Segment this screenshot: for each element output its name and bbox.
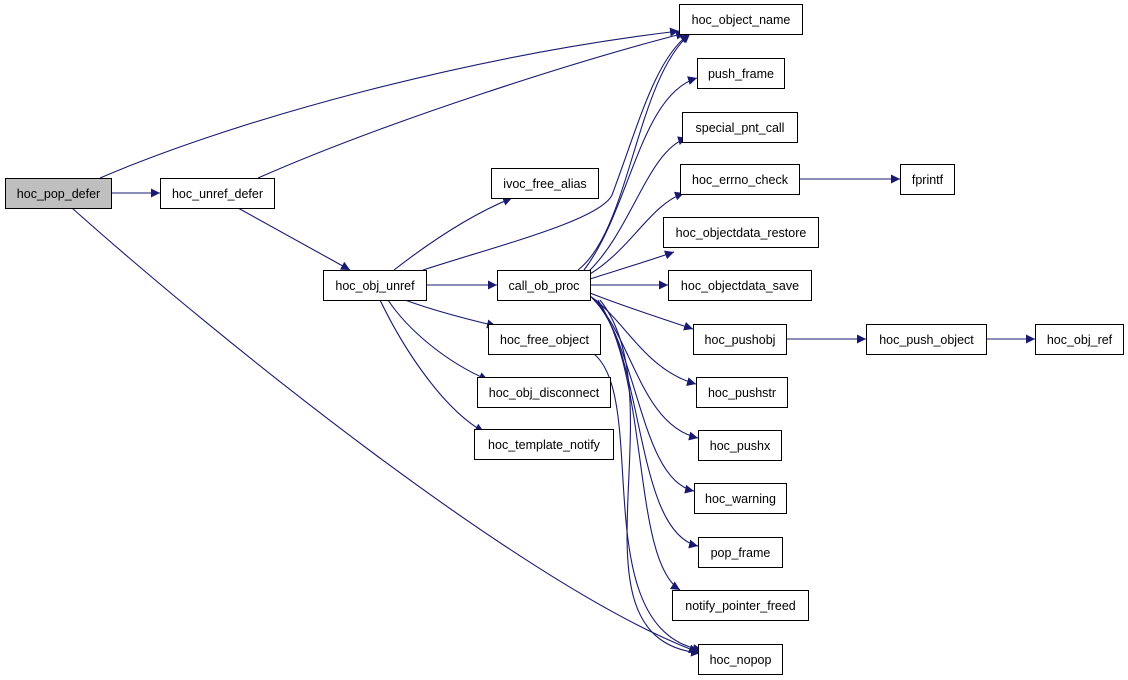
edge-hoc-obj-unref-to-ivoc-free-alias: [393, 197, 513, 271]
node-label: hoc_pushstr: [708, 386, 776, 400]
node-label: hoc_pop_defer: [17, 187, 100, 201]
node-label: hoc_free_object: [500, 333, 589, 347]
node-hoc-pushx[interactable]: hoc_pushx: [698, 430, 782, 461]
node-box: [497, 270, 591, 301]
node-label: hoc_unref_defer: [172, 187, 263, 201]
node-push-frame[interactable]: push_frame: [697, 58, 785, 89]
node-label: hoc_warning: [705, 492, 776, 506]
node-box: [474, 429, 614, 460]
edge-hoc-unref-defer-to-hoc-obj-unref: [237, 207, 351, 271]
node-box: [672, 590, 809, 621]
node-label: ivoc_free_alias: [503, 177, 586, 191]
node-label: hoc_obj_ref: [1047, 333, 1113, 347]
node-box: [698, 537, 783, 568]
node-box: [488, 324, 601, 355]
edge-hoc-obj-unref-to-hoc-template-notify: [379, 299, 485, 433]
node-label: hoc_errno_check: [692, 173, 789, 187]
node-box: [698, 430, 782, 461]
node-notify-pointer-freed[interactable]: notify_pointer_freed: [672, 590, 809, 621]
node-hoc-obj-disconnect[interactable]: hoc_obj_disconnect: [477, 377, 611, 408]
node-box: [693, 324, 787, 355]
node-box: [679, 4, 803, 35]
node-label: hoc_object_name: [692, 13, 791, 27]
node-hoc-obj-unref[interactable]: hoc_obj_unref: [323, 270, 427, 301]
node-box: [5, 178, 112, 209]
node-special-pnt-call[interactable]: special_pnt_call: [682, 112, 798, 143]
nodes-layer: hoc_pop_defer hoc_object_name hoc_unref_de…: [5, 4, 1124, 675]
node-hoc-obj-ref[interactable]: hoc_obj_ref: [1035, 324, 1124, 355]
edge-call-ob-proc-to-notify-pointer-freed: [597, 299, 681, 591]
node-hoc-pop-defer[interactable]: hoc_pop_defer: [5, 178, 112, 209]
node-label: hoc_objectdata_restore: [676, 226, 807, 240]
node-hoc-pushobj[interactable]: hoc_pushobj: [693, 324, 787, 355]
edge-hoc-obj-unref-to-hoc-object-name: [422, 33, 690, 271]
node-box: [323, 270, 427, 301]
node-box: [160, 178, 275, 209]
node-hoc-free-object[interactable]: hoc_free_object: [488, 324, 601, 355]
node-box: [680, 164, 800, 195]
node-label: hoc_nopop: [710, 653, 772, 667]
node-box: [900, 164, 955, 195]
node-label: special_pnt_call: [696, 121, 785, 135]
node-label: hoc_pushx: [710, 439, 771, 453]
node-hoc-template-notify[interactable]: hoc_template_notify: [474, 429, 614, 460]
node-ivoc-free-alias[interactable]: ivoc_free_alias: [491, 168, 599, 199]
node-hoc-pushstr[interactable]: hoc_pushstr: [696, 377, 788, 408]
node-box: [668, 270, 812, 301]
edge-hoc-pop-defer-to-hoc-object-name: [99, 27, 680, 179]
node-hoc-nopop[interactable]: hoc_nopop: [698, 644, 783, 675]
node-box: [698, 644, 783, 675]
node-box: [697, 58, 785, 89]
node-hoc-errno-check[interactable]: hoc_errno_check: [680, 164, 800, 195]
node-label: pop_frame: [711, 546, 771, 560]
node-hoc-warning[interactable]: hoc_warning: [694, 483, 787, 514]
node-label: hoc_obj_disconnect: [489, 386, 600, 400]
node-box: [866, 324, 987, 355]
node-label: push_frame: [708, 67, 774, 81]
node-hoc-unref-defer[interactable]: hoc_unref_defer: [160, 178, 275, 209]
node-hoc-objectdata-save[interactable]: hoc_objectdata_save: [668, 270, 812, 301]
edge-hoc-obj-unref-to-hoc-obj-disconnect: [387, 299, 489, 381]
node-fprintf[interactable]: fprintf: [900, 164, 955, 195]
node-hoc-objectdata-restore[interactable]: hoc_objectdata_restore: [663, 217, 819, 248]
node-hoc-push-object[interactable]: hoc_push_object: [866, 324, 987, 355]
node-label: hoc_objectdata_save: [681, 279, 799, 293]
edge-hoc-unref-defer-to-hoc-object-name: [257, 30, 686, 179]
node-hoc-object-name[interactable]: hoc_object_name: [679, 4, 803, 35]
edges-layer: [71, 27, 1035, 657]
node-label: hoc_template_notify: [488, 438, 601, 452]
edge-hoc-pop-defer-to-hoc-nopop: [71, 207, 699, 654]
edge-call-ob-proc-to-special-pnt-call: [587, 136, 688, 273]
node-label: hoc_push_object: [879, 333, 974, 347]
node-label: call_ob_proc: [509, 279, 580, 293]
node-box: [694, 483, 787, 514]
node-box: [682, 112, 798, 143]
node-pop-frame[interactable]: pop_frame: [698, 537, 783, 568]
edge-call-ob-proc-to-hoc-object-name: [577, 33, 691, 271]
node-label: notify_pointer_freed: [685, 599, 796, 613]
node-box: [477, 377, 611, 408]
edge-call-ob-proc-to-hoc-nopop: [599, 299, 701, 657]
node-box: [663, 217, 819, 248]
edge-call-ob-proc-to-push-frame: [583, 76, 698, 271]
node-label: fprintf: [912, 173, 944, 187]
edge-hoc-obj-unref-to-hoc-free-object: [404, 299, 497, 329]
edge-call-ob-proc-to-hoc-pushobj: [589, 292, 694, 331]
node-call-ob-proc[interactable]: call_ob_proc: [497, 270, 591, 301]
node-label: hoc_pushobj: [705, 333, 776, 347]
node-box: [1035, 324, 1124, 355]
node-box: [696, 377, 788, 408]
edge-call-ob-proc-to-hoc-errno-check: [589, 191, 685, 275]
node-label: hoc_obj_unref: [335, 279, 415, 293]
node-box: [491, 168, 599, 199]
edge-call-ob-proc-to-hoc-objectdata-restore: [589, 250, 675, 280]
